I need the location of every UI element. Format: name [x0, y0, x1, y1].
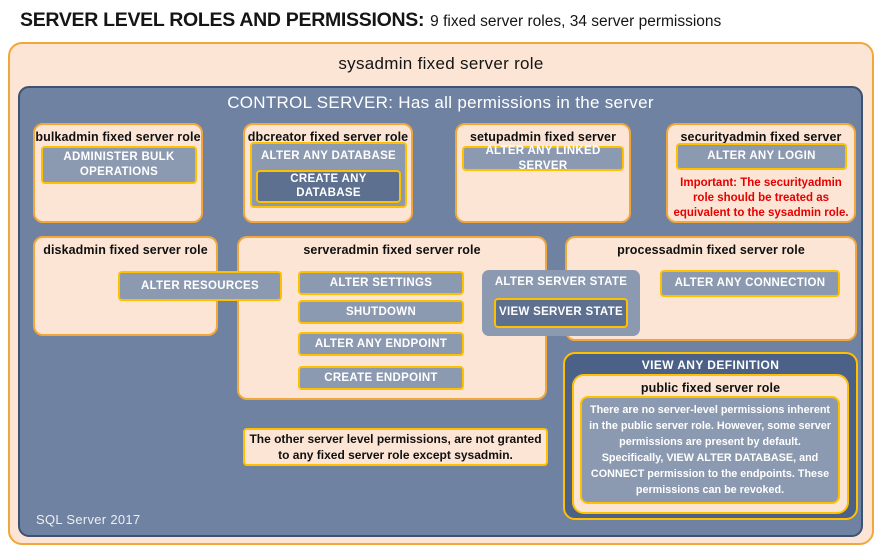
permission-alter-resources: ALTER RESOURCES: [118, 271, 282, 301]
serveradmin-role-title: serveradmin fixed server role: [303, 243, 481, 257]
permission-alter-any-endpoint: ALTER ANY ENDPOINT: [298, 332, 464, 356]
permission-view-any-definition-label: VIEW ANY DEFINITION: [641, 358, 780, 372]
permission-view-server-state: VIEW SERVER STATE: [494, 297, 628, 328]
other-permissions-note: The other server level permissions, are …: [243, 428, 548, 466]
permission-alter-server-state: ALTER SERVER STATE VIEW SERVER STATE: [482, 270, 640, 336]
control-server-label: CONTROL SERVER: Has all permissions in t…: [227, 93, 654, 112]
permission-create-any-database: CREATE ANY DATABASE: [256, 169, 401, 203]
processadmin-role-title: processadmin fixed server role: [617, 243, 805, 257]
permission-alter-any-database-label: ALTER ANY DATABASE: [260, 150, 397, 162]
permission-alter-any-connection: ALTER ANY CONNECTION: [660, 270, 840, 297]
permission-alter-settings: ALTER SETTINGS: [298, 271, 464, 295]
page-title: SERVER LEVEL ROLES AND PERMISSIONS: 9 fix…: [20, 9, 870, 32]
securityadmin-role-box: securityadmin fixed server role: [666, 123, 856, 223]
permission-alter-any-linked-server: ALTER ANY LINKED SERVER: [462, 145, 624, 172]
securityadmin-warning-text: Important: The securityadmin role should…: [673, 177, 849, 219]
permission-administer-bulk-operations: ADMINISTER BULK OPERATIONS: [41, 146, 197, 184]
permission-alter-any-database: ALTER ANY DATABASE CREATE ANY DATABASE: [250, 142, 407, 208]
dbcreator-role-title: dbcreator fixed server role: [247, 130, 409, 144]
public-role-description: There are no server-level permissions in…: [580, 396, 840, 504]
sql-server-version-label: SQL Server 2017: [36, 512, 141, 527]
diskadmin-role-title: diskadmin fixed server role: [43, 243, 208, 257]
page-title-main: SERVER LEVEL ROLES AND PERMISSIONS:: [20, 9, 425, 31]
permission-create-endpoint: CREATE ENDPOINT: [298, 366, 464, 390]
permission-alter-server-state-label: ALTER SERVER STATE: [494, 276, 628, 288]
bulkadmin-role-title: bulkadmin fixed server role: [35, 130, 201, 144]
permission-alter-any-login: ALTER ANY LOGIN: [676, 143, 847, 170]
setupadmin-role-box: setupadmin fixed server role: [455, 123, 631, 223]
public-role-title: public fixed server role: [640, 381, 781, 395]
sysadmin-role-label: sysadmin fixed server role: [338, 54, 544, 73]
page-title-subtitle: 9 fixed server roles, 34 server permissi…: [430, 13, 722, 30]
permission-shutdown: SHUTDOWN: [298, 300, 464, 324]
